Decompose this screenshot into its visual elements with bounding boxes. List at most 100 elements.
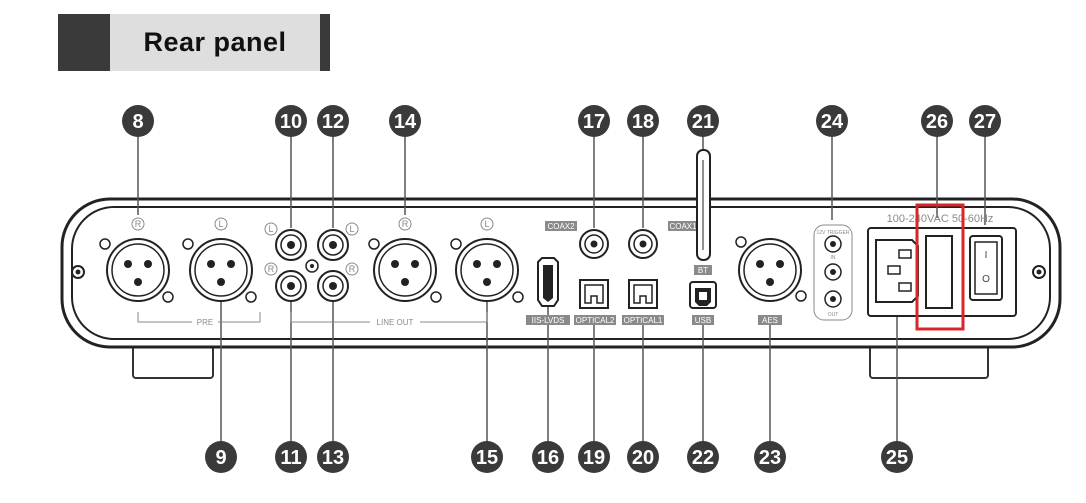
badge-19: 19: [578, 441, 610, 473]
fuse-highlight: [915, 203, 965, 331]
badge-13: 13: [317, 441, 349, 473]
badge-27: 27: [969, 105, 1001, 137]
badge-8: 8: [122, 105, 154, 137]
right-foot: [869, 345, 989, 379]
trigger-out-jack: [824, 290, 842, 308]
pre-r-ring: [131, 217, 145, 231]
rca-line-out-r-1: [275, 270, 307, 302]
xlr-line-out-right: [368, 238, 442, 303]
badge-26: 26: [921, 105, 953, 137]
optical2-port: [579, 279, 609, 309]
trigger-in-label: IN: [831, 255, 836, 261]
coax1-label: COAX1: [669, 222, 697, 231]
badge-11: 11: [275, 441, 307, 473]
optical2-label: OPTICAL2: [576, 316, 615, 325]
badge-22: 22: [687, 441, 719, 473]
rca-line-out-l-2: [317, 229, 349, 261]
right-screw: [1032, 265, 1046, 279]
svg-text:19: 19: [583, 447, 605, 469]
iec-inlet: [875, 239, 919, 303]
badge-15: 15: [471, 441, 503, 473]
badge-12: 12: [317, 105, 349, 137]
lineout-r-ring: [398, 217, 412, 231]
pre-label-bg: [192, 317, 218, 327]
bt-label-box: [694, 265, 712, 275]
rca-line-out-l-1: [275, 229, 307, 261]
left-screw: [71, 265, 85, 279]
badge-17: 17: [578, 105, 610, 137]
switch-off-mark: O: [982, 274, 990, 285]
optical2-label-box: [574, 315, 616, 325]
svg-text:23: 23: [759, 447, 781, 469]
coax1-port: [628, 229, 658, 259]
rca2-r-ring: [345, 262, 359, 276]
page-title: Rear panel: [143, 27, 287, 57]
badge-9: 9: [205, 441, 237, 473]
line-out-label: LINE OUT: [377, 318, 414, 327]
rca2-r-mark: R: [349, 264, 356, 274]
badge-10: 10: [275, 105, 307, 137]
svg-text:10: 10: [280, 111, 302, 133]
lineout-l-mark: L: [484, 219, 489, 229]
pre-l-mark: L: [218, 219, 223, 229]
lineout-r-mark: R: [402, 219, 409, 229]
optical1-label: OPTICAL1: [624, 316, 663, 325]
pre-l-ring: [214, 217, 228, 231]
aes-label-box: [758, 315, 782, 325]
xlr-line-out-left: [450, 238, 524, 303]
svg-text:8: 8: [132, 111, 143, 133]
header-dark-block: [58, 14, 110, 71]
svg-text:14: 14: [394, 111, 417, 133]
iis-lvds-label-box: [526, 315, 570, 325]
header-bar: [110, 14, 320, 71]
line-out-label-bg: [370, 317, 420, 327]
badge-14: 14: [389, 105, 421, 137]
svg-text:15: 15: [476, 447, 498, 469]
rca-line-out-r-2: [317, 270, 349, 302]
rca1-r-mark: R: [268, 264, 275, 274]
badge-25: 25: [881, 441, 913, 473]
svg-text:13: 13: [322, 447, 344, 469]
lineout-l-ring: [480, 217, 494, 231]
optical1-label-box: [622, 315, 664, 325]
trigger-label: 12V TRIGGER: [817, 230, 850, 236]
svg-text:11: 11: [280, 447, 301, 469]
rca-center-screw: [305, 259, 319, 273]
svg-text:27: 27: [974, 111, 996, 133]
bt-label: BT: [698, 266, 708, 275]
iis-lvds-label: IIS-LVDS: [532, 316, 565, 325]
rca1-l-ring: [264, 222, 278, 236]
xlr-pre-right: [99, 238, 174, 303]
badge-16: 16: [532, 441, 564, 473]
pre-r-mark: R: [135, 219, 142, 229]
switch-on-mark: I: [985, 250, 988, 261]
usb-port: [689, 281, 717, 309]
bluetooth-antenna: [696, 149, 711, 261]
trigger-mid-jack: [824, 263, 842, 281]
svg-text:18: 18: [632, 111, 654, 133]
xlr-pre-left: [182, 238, 257, 303]
svg-text:25: 25: [886, 447, 908, 469]
usb-label-box: [692, 315, 714, 325]
badge-24: 24: [816, 105, 848, 137]
iis-lvds-port: [537, 257, 559, 307]
coax2-label-box: [545, 221, 577, 231]
svg-text:26: 26: [926, 111, 948, 133]
badge-21: 21: [687, 105, 719, 137]
rca1-r-ring: [264, 262, 278, 276]
left-foot: [132, 345, 214, 379]
badge-18: 18: [627, 105, 659, 137]
coax2-label: COAX2: [547, 222, 575, 231]
rca2-l-mark: L: [349, 224, 354, 234]
svg-text:22: 22: [692, 447, 714, 469]
aes-label: AES: [762, 316, 778, 325]
svg-text:20: 20: [632, 447, 654, 469]
svg-text:21: 21: [692, 111, 714, 133]
optical1-port: [628, 279, 658, 309]
svg-text:12: 12: [322, 111, 344, 133]
coax1-label-box: [668, 221, 698, 231]
badge-23: 23: [754, 441, 786, 473]
svg-text:16: 16: [537, 447, 559, 469]
power-switch: [969, 235, 1003, 301]
